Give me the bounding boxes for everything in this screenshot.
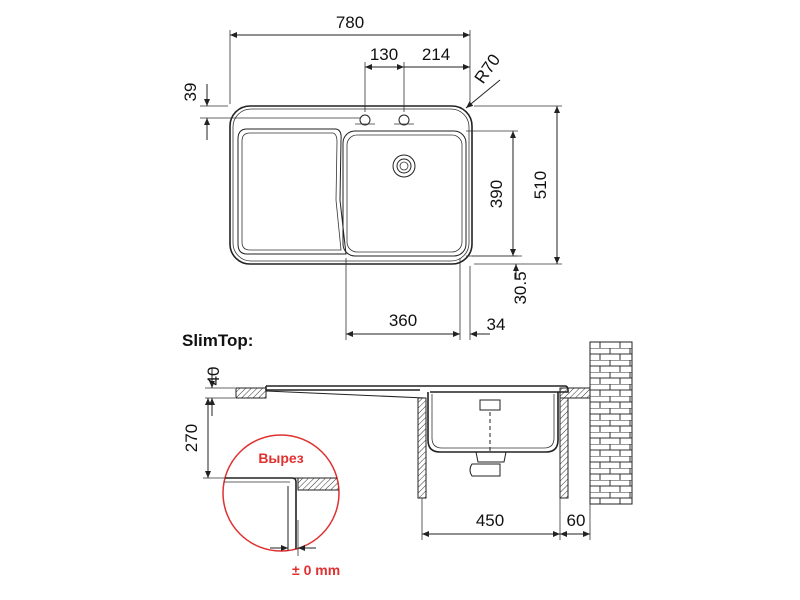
dim-height: 510: [531, 171, 550, 199]
dim-tap-top: 39: [181, 83, 200, 102]
drain-icon: [392, 154, 416, 178]
dim-radius: R70: [471, 51, 504, 87]
dim-cabinet: 450: [476, 511, 504, 530]
top-view: 780 130 214 R70 39 510 390 30.5: [181, 13, 562, 340]
cutout-label: Вырез: [258, 450, 303, 466]
sink-rim: [265, 385, 569, 393]
sink-rim-inner: [232, 108, 470, 262]
worktop-left: [235, 387, 267, 399]
dim-bowl-width: 360: [389, 311, 417, 330]
cutout-detail: Вырез: [222, 434, 340, 552]
drainer-area: [237, 128, 347, 255]
tap-hole-right: [398, 114, 410, 126]
dim-bowl-height: 390: [487, 180, 506, 208]
dim-tap-spacing: 130: [370, 45, 398, 64]
overflow-icon: [479, 399, 501, 411]
sink-outline: [229, 105, 473, 265]
waste-fitting: [475, 451, 507, 463]
tap-hole-left: [359, 114, 371, 126]
dim-tap-edge: 214: [422, 45, 450, 64]
cabinet-right: [559, 397, 569, 499]
cabinet-left: [417, 397, 427, 499]
dim-side: 34: [487, 315, 506, 334]
section-title: SlimTop:: [182, 331, 253, 350]
bowl-outline: [342, 130, 467, 257]
dim-bottom-offset: 30.5: [511, 271, 530, 304]
dim-rim: 40: [204, 367, 223, 386]
dim-depth: 270: [182, 424, 201, 452]
worktop-right: [559, 387, 591, 399]
tolerance-label: ± 0 mm: [292, 562, 340, 578]
dim-wall: 60: [567, 511, 586, 530]
section-bowl: [427, 392, 559, 453]
section-view: SlimTop: 40 270: [182, 331, 633, 578]
brick-wall: [589, 341, 633, 505]
dim-width: 780: [336, 13, 364, 32]
